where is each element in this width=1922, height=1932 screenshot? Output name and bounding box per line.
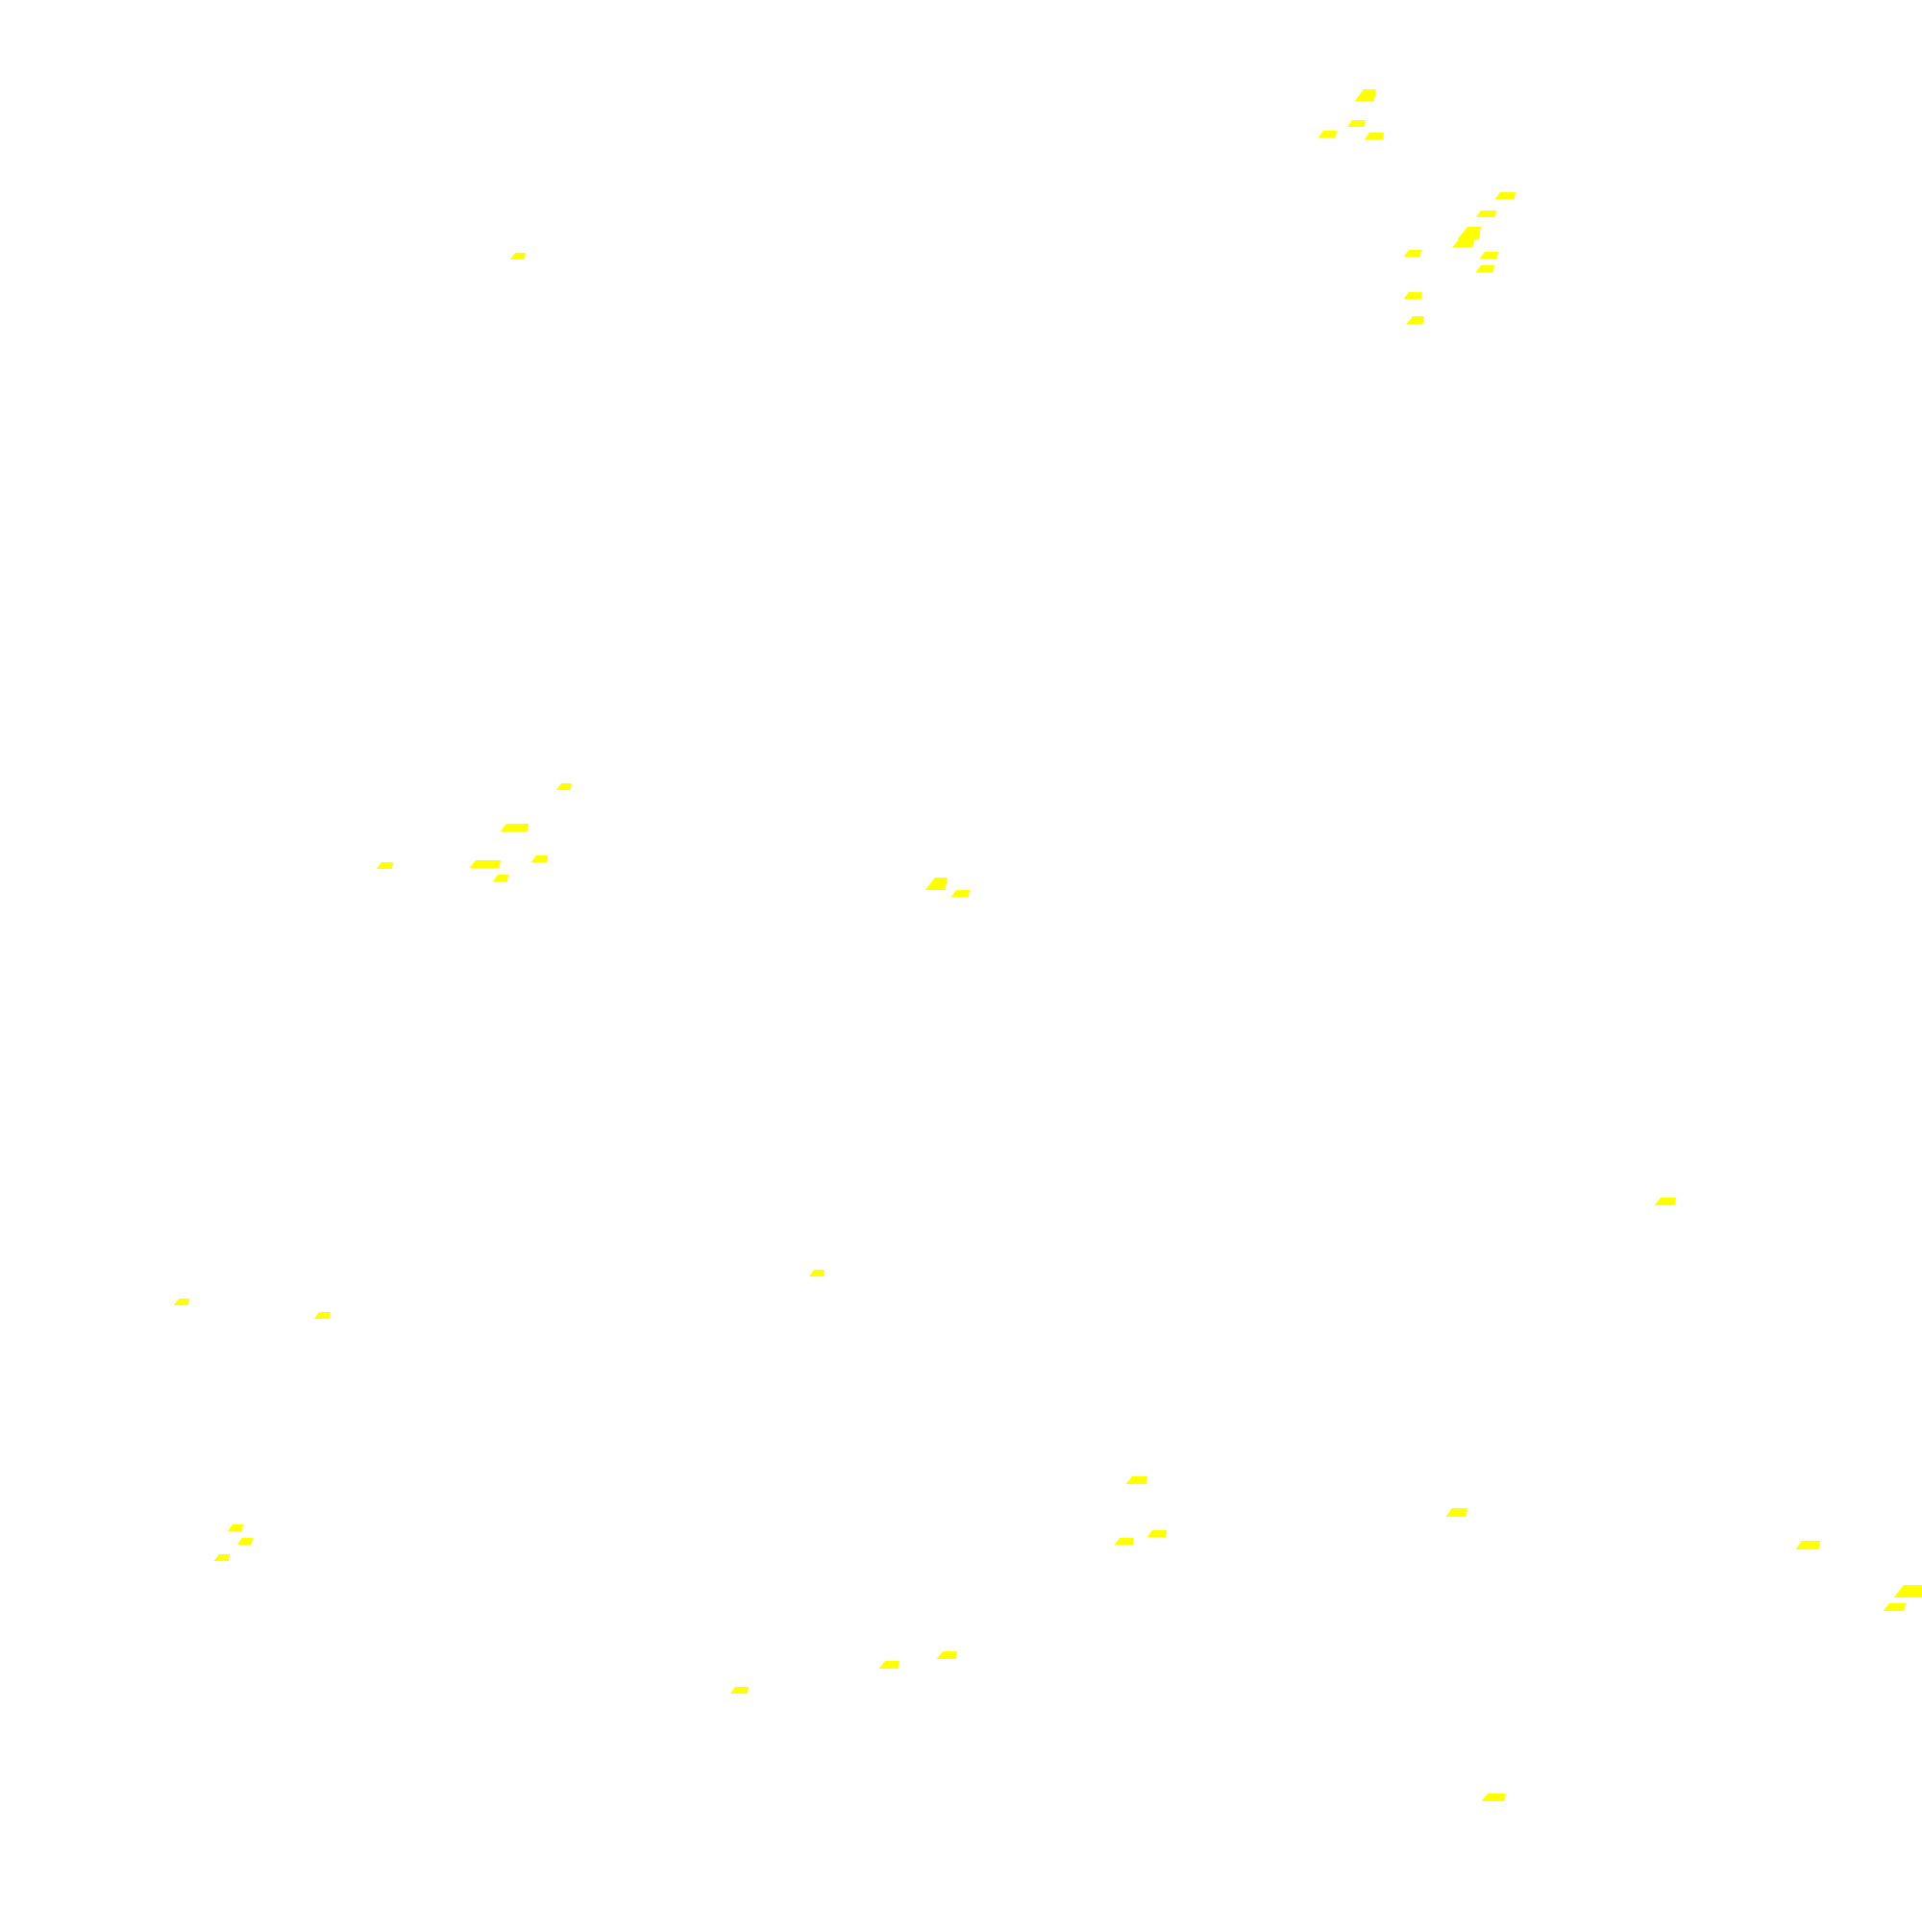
yellow-feature-patch [1795,1541,1820,1549]
yellow-feature-patch [1406,316,1424,324]
yellow-feature-patch [1403,250,1421,257]
yellow-feature-patch [1403,292,1422,299]
yellow-feature-patch [376,862,393,869]
yellow-feature-patch [1445,1508,1467,1517]
yellow-feature-patch [1481,1794,1506,1801]
yellow-feature-patch [924,878,948,890]
yellow-feature-patch [878,1661,899,1669]
yellow-feature-patch [1883,1603,1906,1611]
yellow-feature-patch [1354,89,1376,101]
yellow-feature-patch [469,860,501,868]
yellow-feature-patch [313,1312,331,1319]
yellow-feature-patch [1114,1538,1134,1545]
yellow-feature-patch [530,855,548,862]
yellow-feature-patch [1125,1476,1147,1484]
yellow-feature-patch [213,1554,230,1561]
yellow-feature-patch [236,1538,253,1545]
yellow-feature-patch [1654,1198,1676,1205]
yellow-feature-patch [950,890,970,897]
yellow-feature-patch [808,1270,825,1276]
yellow-feature-patch [1457,227,1481,239]
yellow-feature-patch [1893,1585,1922,1598]
yellow-feature-patch [1452,239,1474,247]
yellow-feature-patch [729,1687,749,1694]
yellow-feature-patch [500,824,529,831]
map-features-layer [173,89,1922,1801]
yellow-feature-patch [492,875,508,881]
yellow-feature-patch [509,253,526,260]
yellow-feature-patch [1346,120,1366,127]
yellow-feature-patch [1146,1530,1167,1537]
yellow-feature-patch [1318,131,1337,137]
yellow-feature-patch [1475,211,1496,217]
yellow-feature-patch [1494,192,1515,199]
yellow-feature-patch [227,1524,243,1531]
yellow-feature-patch [173,1299,189,1305]
yellow-feature-patch [936,1651,957,1659]
yellow-feature-patch [1364,133,1384,139]
yellow-feature-patch [1479,252,1498,259]
yellow-feature-patch [555,783,572,790]
yellow-feature-patch [1475,265,1494,272]
